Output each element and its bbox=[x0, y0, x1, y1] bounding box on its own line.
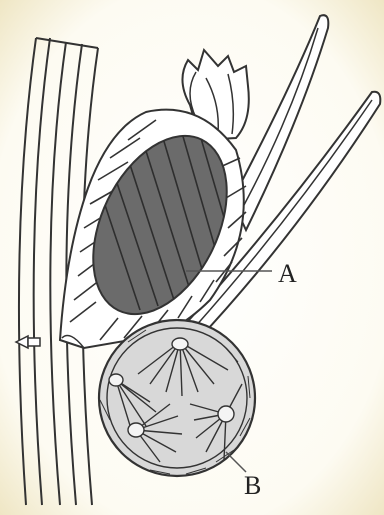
pointer-line-b bbox=[226, 452, 246, 472]
spherical-gall bbox=[99, 320, 255, 476]
label-a: A bbox=[278, 259, 297, 288]
label-b: B bbox=[244, 471, 261, 500]
